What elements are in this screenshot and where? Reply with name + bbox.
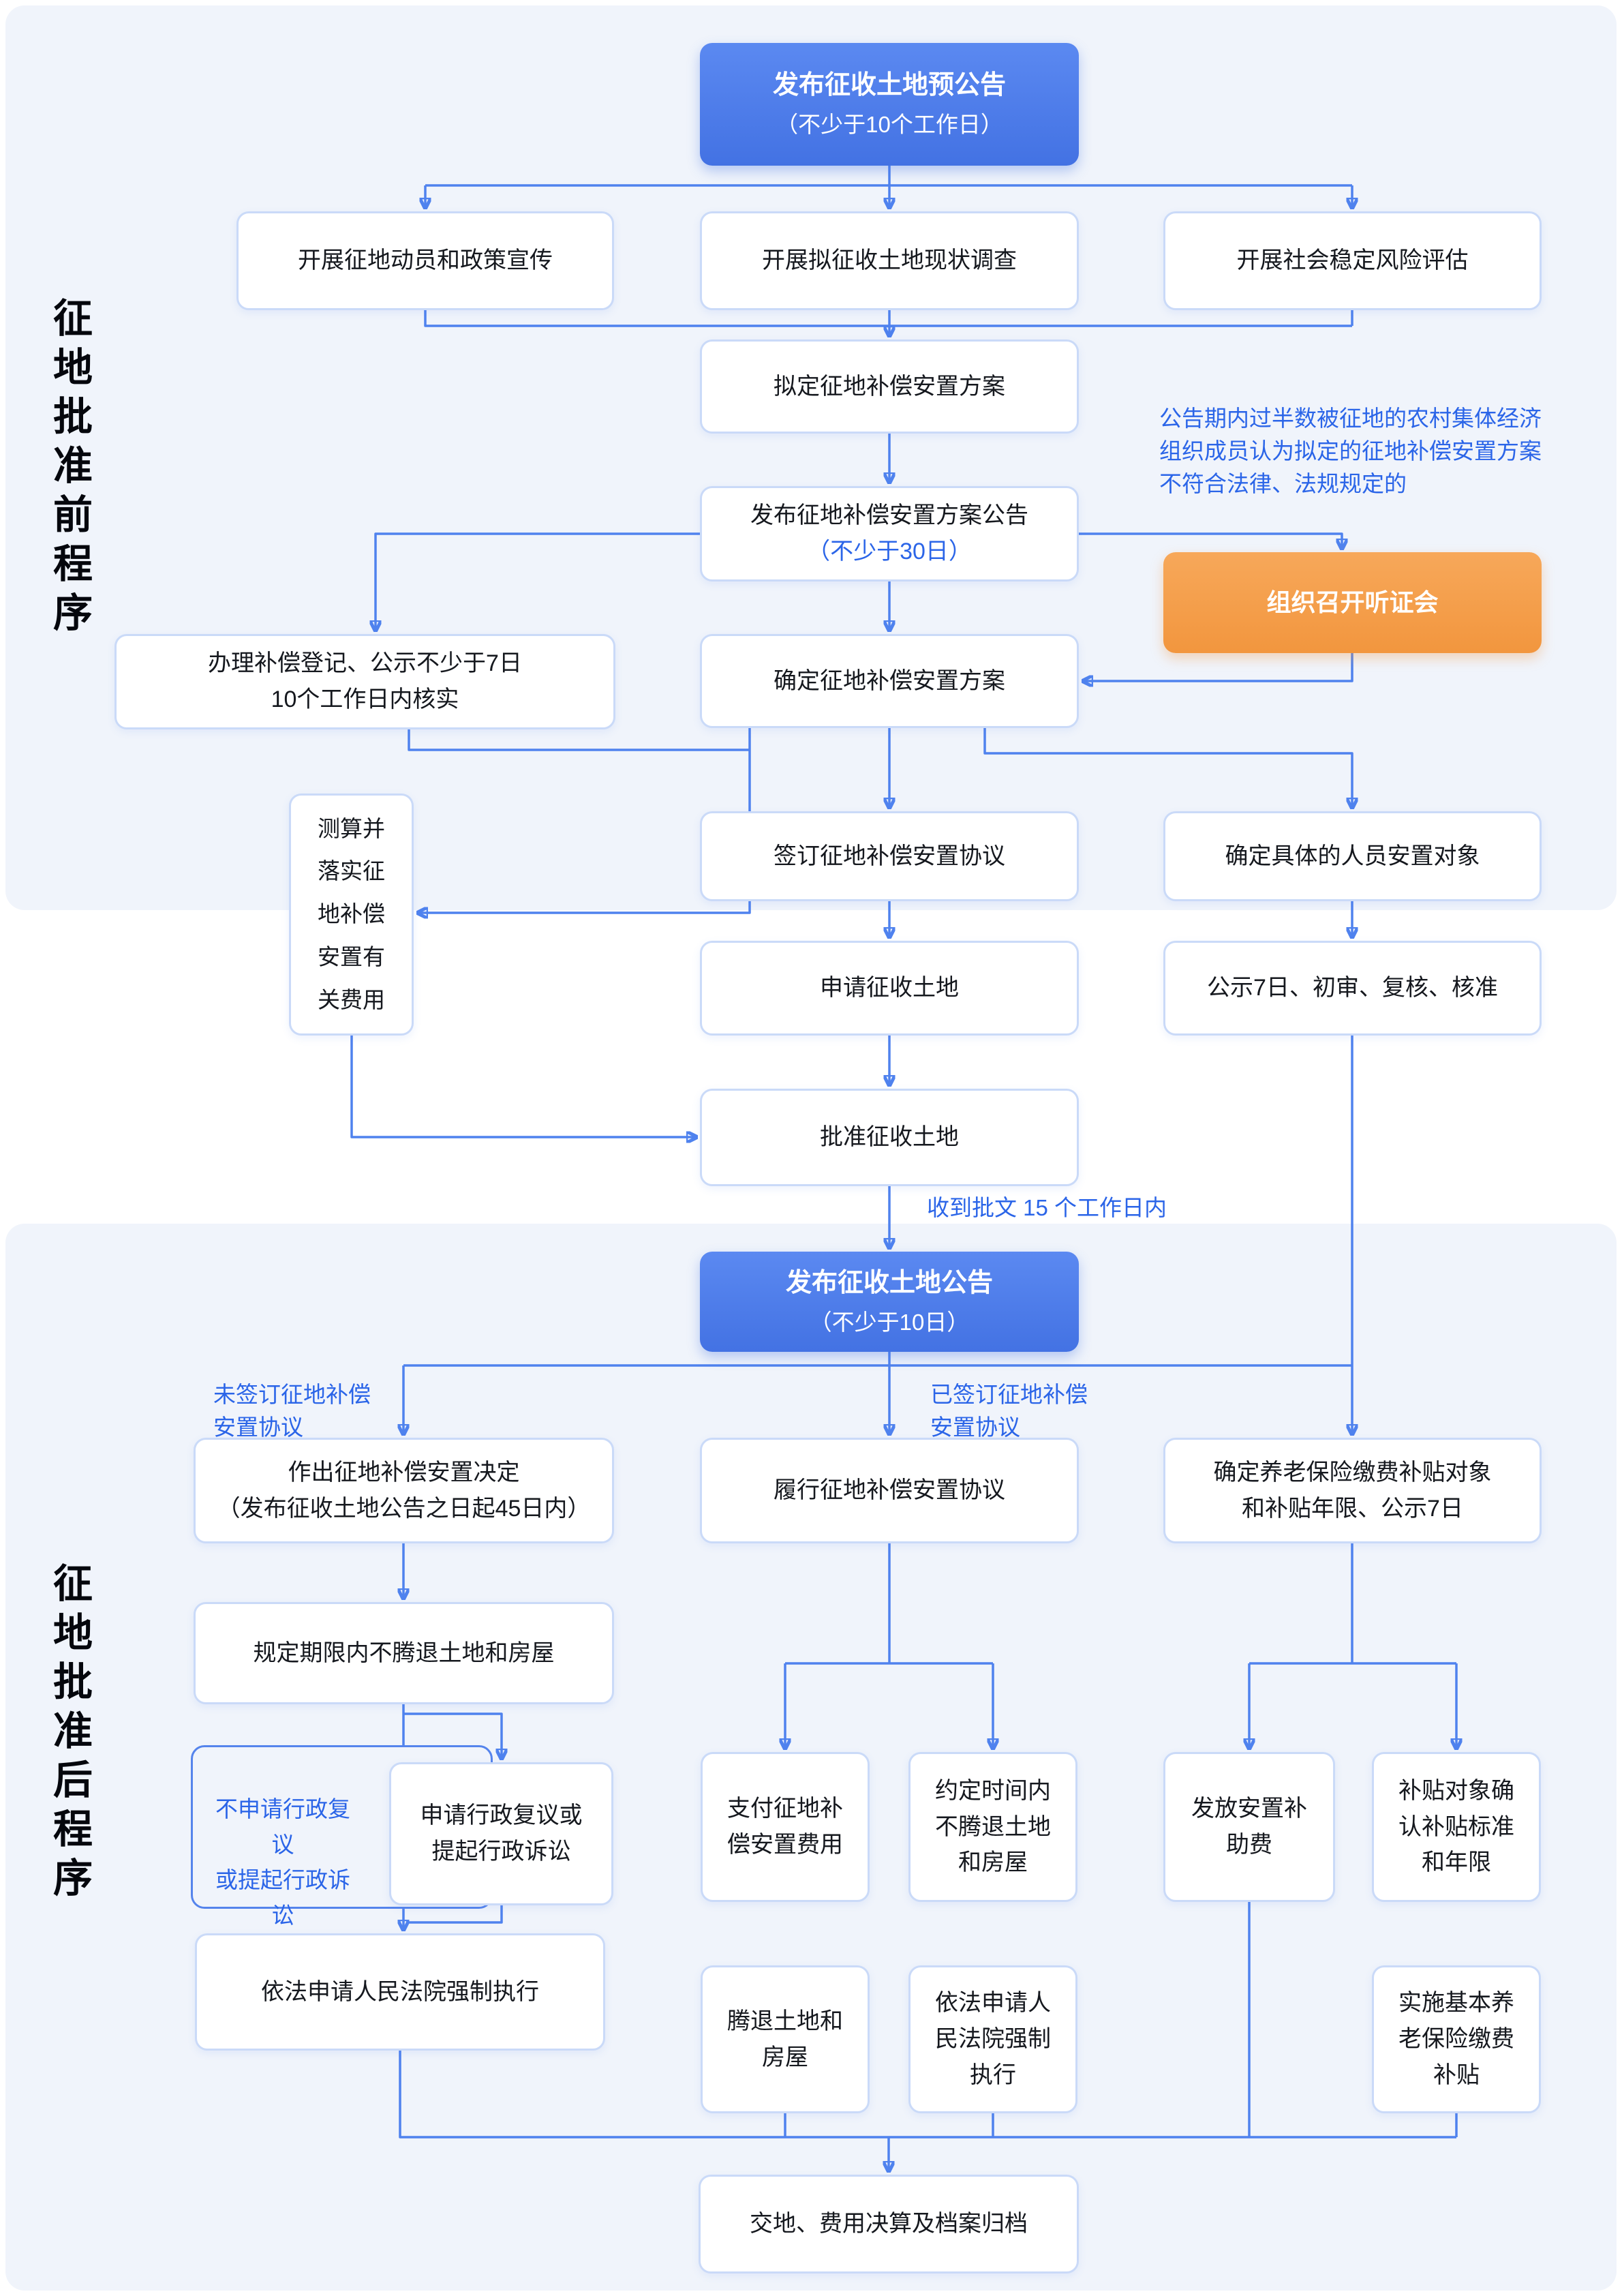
node-determine-resettlement-targets: 确定具体的人员安置对象 bbox=[1163, 811, 1542, 901]
connector-arrow bbox=[1084, 653, 1353, 681]
node-compensation-decision: 作出征地补偿安置决定 （发布征收土地公告之日起45日内） bbox=[194, 1438, 614, 1543]
connector bbox=[403, 1352, 1352, 1367]
node-court-enforcement-left: 依法申请人民法院强制执行 bbox=[195, 1933, 605, 2051]
node-handover-settlement-archive: 交地、费用决算及档案归档 bbox=[699, 2175, 1079, 2274]
note-signed-agreement: 已签订征地补偿 安置协议 bbox=[930, 1382, 1088, 1440]
connector-arrow bbox=[983, 728, 1352, 807]
note-receive-approval-doc: 收到批文 15 个工作日内 bbox=[927, 1195, 1167, 1220]
node-hold-hearing: 组织召开听证会 bbox=[1163, 552, 1542, 653]
node-pay-resettlement-subsidy: 发放安置补 助费 bbox=[1163, 1752, 1335, 1902]
node-pre-announcement-title: 发布征收土地预公告 bbox=[772, 71, 1006, 100]
node-implement-pension-subsidy: 实施基本养 老保险缴费 补贴 bbox=[1372, 1965, 1541, 2113]
section-label-pre-approval: 征地批准前程序 bbox=[47, 297, 91, 641]
connector bbox=[399, 1902, 1458, 2139]
node-approve-expropriation: 批准征收土地 bbox=[700, 1089, 1079, 1186]
node-confirm-subsidy-standard: 补贴对象确 认补贴标准 和年限 bbox=[1372, 1752, 1541, 1902]
node-expropriation-announcement-title: 发布征收土地公告 bbox=[785, 1268, 993, 1297]
node-pre-announcement: 发布征收土地预公告 （不少于10个工作日） bbox=[700, 43, 1079, 166]
node-expropriation-announcement: 发布征收土地公告 （不少于10日） bbox=[700, 1252, 1079, 1352]
node-compensation-plan-announcement: 发布征地补偿安置方案公告 （不少于30日） bbox=[700, 486, 1079, 581]
connector-arrow bbox=[350, 1036, 696, 1137]
node-not-vacate-in-agreed-time: 约定时间内 不腾退土地 和房屋 bbox=[908, 1752, 1077, 1902]
node-pension-subsidy-targets: 确定养老保险缴费补贴对象 和补贴年限、公示7日 bbox=[1163, 1438, 1542, 1543]
node-apply-expropriation: 申请征收土地 bbox=[700, 941, 1079, 1036]
note-unsigned-agreement: 未签订征地补偿 安置协议 bbox=[213, 1382, 371, 1440]
connector-arrow bbox=[418, 728, 751, 913]
node-apply-administrative-review: 申请行政复议或 提起行政诉讼 bbox=[389, 1762, 613, 1905]
node-pre-announcement-duration: （不少于10个工作日） bbox=[776, 112, 1003, 137]
node-court-enforcement-mid: 依法申请人 民法院强制 执行 bbox=[908, 1965, 1077, 2113]
connector-arrow bbox=[1079, 532, 1342, 548]
node-pay-compensation-fees: 支付征地补 偿安置费用 bbox=[701, 1752, 870, 1902]
node-vacate-land-houses: 腾退土地和 房屋 bbox=[701, 1965, 870, 2113]
connector bbox=[406, 1905, 503, 1924]
node-perform-agreement: 履行征地补偿安置协议 bbox=[700, 1438, 1079, 1543]
connector-arrow bbox=[376, 532, 700, 630]
node-land-status-survey: 开展拟征收土地现状调查 bbox=[700, 211, 1079, 310]
note-over-half-objection: 公告期内过半数被征地的农村集体经济 组织成员认为拟定的征地补偿安置方案 不符合法… bbox=[1159, 406, 1542, 496]
node-calculate-implement-funds: 测算并 落实征 地补偿 安置有 关费用 bbox=[289, 794, 414, 1036]
section-label-post-approval: 征地批准后程序 bbox=[47, 1562, 91, 1906]
connector-arrow bbox=[403, 1712, 502, 1758]
node-confirm-compensation-plan: 确定征地补偿安置方案 bbox=[700, 634, 1079, 728]
node-expropriation-announcement-duration: （不少于10日） bbox=[809, 1309, 970, 1335]
node-draft-compensation-plan: 拟定征地补偿安置方案 bbox=[700, 339, 1079, 434]
node-compensation-registration: 办理补偿登记、公示不少于7日 10个工作日内核实 bbox=[114, 634, 615, 729]
connector bbox=[785, 1543, 993, 1665]
node-sign-compensation-agreement: 签订征地补偿安置协议 bbox=[700, 811, 1079, 901]
node-publicity-review-approval: 公示7日、初审、复核、核准 bbox=[1163, 941, 1542, 1036]
note-no-administrative-review: 不申请行政复议 或提起行政诉讼 bbox=[215, 1796, 350, 1928]
connector bbox=[1249, 1543, 1456, 1665]
node-refuse-to-vacate: 规定期限内不腾退土地和房屋 bbox=[194, 1602, 614, 1704]
connector bbox=[408, 729, 750, 751]
connector bbox=[424, 310, 1353, 327]
node-compensation-plan-announcement-title: 发布征地补偿安置方案公告 bbox=[750, 502, 1028, 529]
node-social-risk-assessment: 开展社会稳定风险评估 bbox=[1163, 211, 1542, 310]
node-compensation-plan-announcement-duration: （不少于30日） bbox=[807, 539, 972, 564]
node-mobilize-publicity: 开展征地动员和政策宣传 bbox=[236, 211, 614, 310]
